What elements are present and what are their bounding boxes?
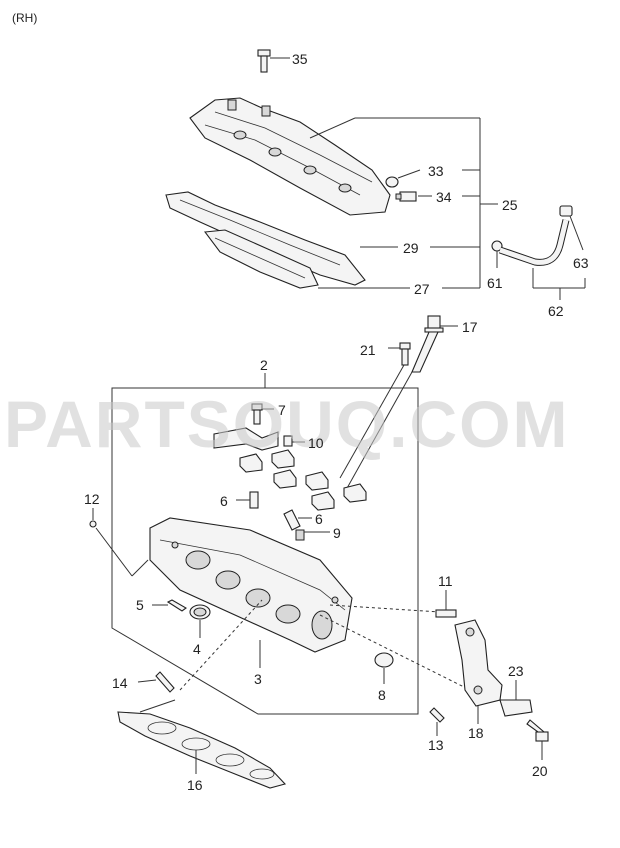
callout-33: 33 — [428, 163, 444, 179]
clamp-63[interactable] — [559, 205, 573, 217]
dowel-6a[interactable] — [249, 491, 259, 509]
callout-61: 61 — [487, 275, 503, 291]
callout-4: 4 — [193, 641, 201, 657]
callout-25: 25 — [502, 197, 518, 213]
callout-17: 17 — [462, 319, 478, 335]
stud-11[interactable] — [435, 609, 457, 618]
callout-20: 20 — [532, 763, 548, 779]
callout-62: 62 — [548, 303, 564, 319]
assembly-frame-2 — [111, 387, 419, 715]
gasket-29[interactable] — [165, 191, 366, 286]
leader-lines-lower — [92, 508, 471, 713]
callout-34: 34 — [436, 189, 452, 205]
callout-21: 21 — [360, 342, 376, 358]
watermark: PARTSOUQ.COM — [4, 387, 569, 461]
seal-4[interactable] — [189, 604, 211, 620]
callout-16: 16 — [187, 777, 203, 793]
callout-11: 11 — [438, 573, 453, 589]
bolt-10[interactable] — [283, 435, 293, 447]
callout-9: 9 — [333, 525, 341, 541]
bolt-21[interactable] — [399, 342, 411, 366]
bracket-23[interactable] — [499, 699, 533, 717]
callout-5: 5 — [136, 597, 144, 613]
stud-13[interactable] — [429, 707, 445, 723]
pcv-valve-34[interactable] — [395, 191, 417, 202]
leader-lines-upper — [309, 117, 586, 300]
cam-caps[interactable] — [239, 449, 367, 511]
callout-27: 27 — [414, 281, 430, 297]
leader-lines-bolts — [339, 364, 413, 491]
stud-14[interactable] — [155, 671, 175, 693]
rocker-cover[interactable] — [189, 97, 391, 216]
callout-23: 23 — [508, 663, 524, 679]
cam-cap-10[interactable] — [213, 427, 279, 451]
bolt-20[interactable] — [526, 719, 549, 742]
callout-13: 13 — [428, 737, 444, 753]
callout-29: 29 — [403, 240, 419, 256]
plug-8[interactable] — [374, 652, 394, 668]
spring-9[interactable] — [295, 529, 305, 541]
valve-33[interactable] — [385, 176, 399, 188]
guide-5[interactable] — [166, 599, 187, 612]
callout-6a: 6 — [220, 493, 228, 509]
callout-14: 14 — [112, 675, 128, 691]
bolt-12[interactable] — [89, 520, 97, 528]
callout-35: 35 — [292, 51, 308, 67]
dowel-6b[interactable] — [283, 509, 301, 531]
gasket-27[interactable] — [203, 229, 319, 289]
side-label: (RH) — [12, 11, 37, 25]
bolt-35[interactable] — [257, 49, 271, 73]
callout-3: 3 — [254, 671, 262, 687]
bracket-18[interactable] — [454, 619, 503, 707]
callout-2: 2 — [260, 357, 268, 373]
callout-7: 7 — [278, 402, 286, 418]
hose-62[interactable] — [498, 219, 570, 266]
callout-12: 12 — [84, 491, 100, 507]
callout-10: 10 — [308, 435, 324, 451]
bolt-7[interactable] — [251, 403, 263, 425]
callout-8: 8 — [378, 687, 386, 703]
callout-63: 63 — [573, 255, 589, 271]
cylinder-head-3[interactable] — [149, 517, 353, 653]
bolt-17[interactable] — [411, 315, 444, 373]
leader-14 — [137, 679, 157, 683]
callout-18: 18 — [468, 725, 484, 741]
callout-6b: 6 — [315, 511, 323, 527]
head-gasket-16[interactable] — [117, 711, 287, 789]
